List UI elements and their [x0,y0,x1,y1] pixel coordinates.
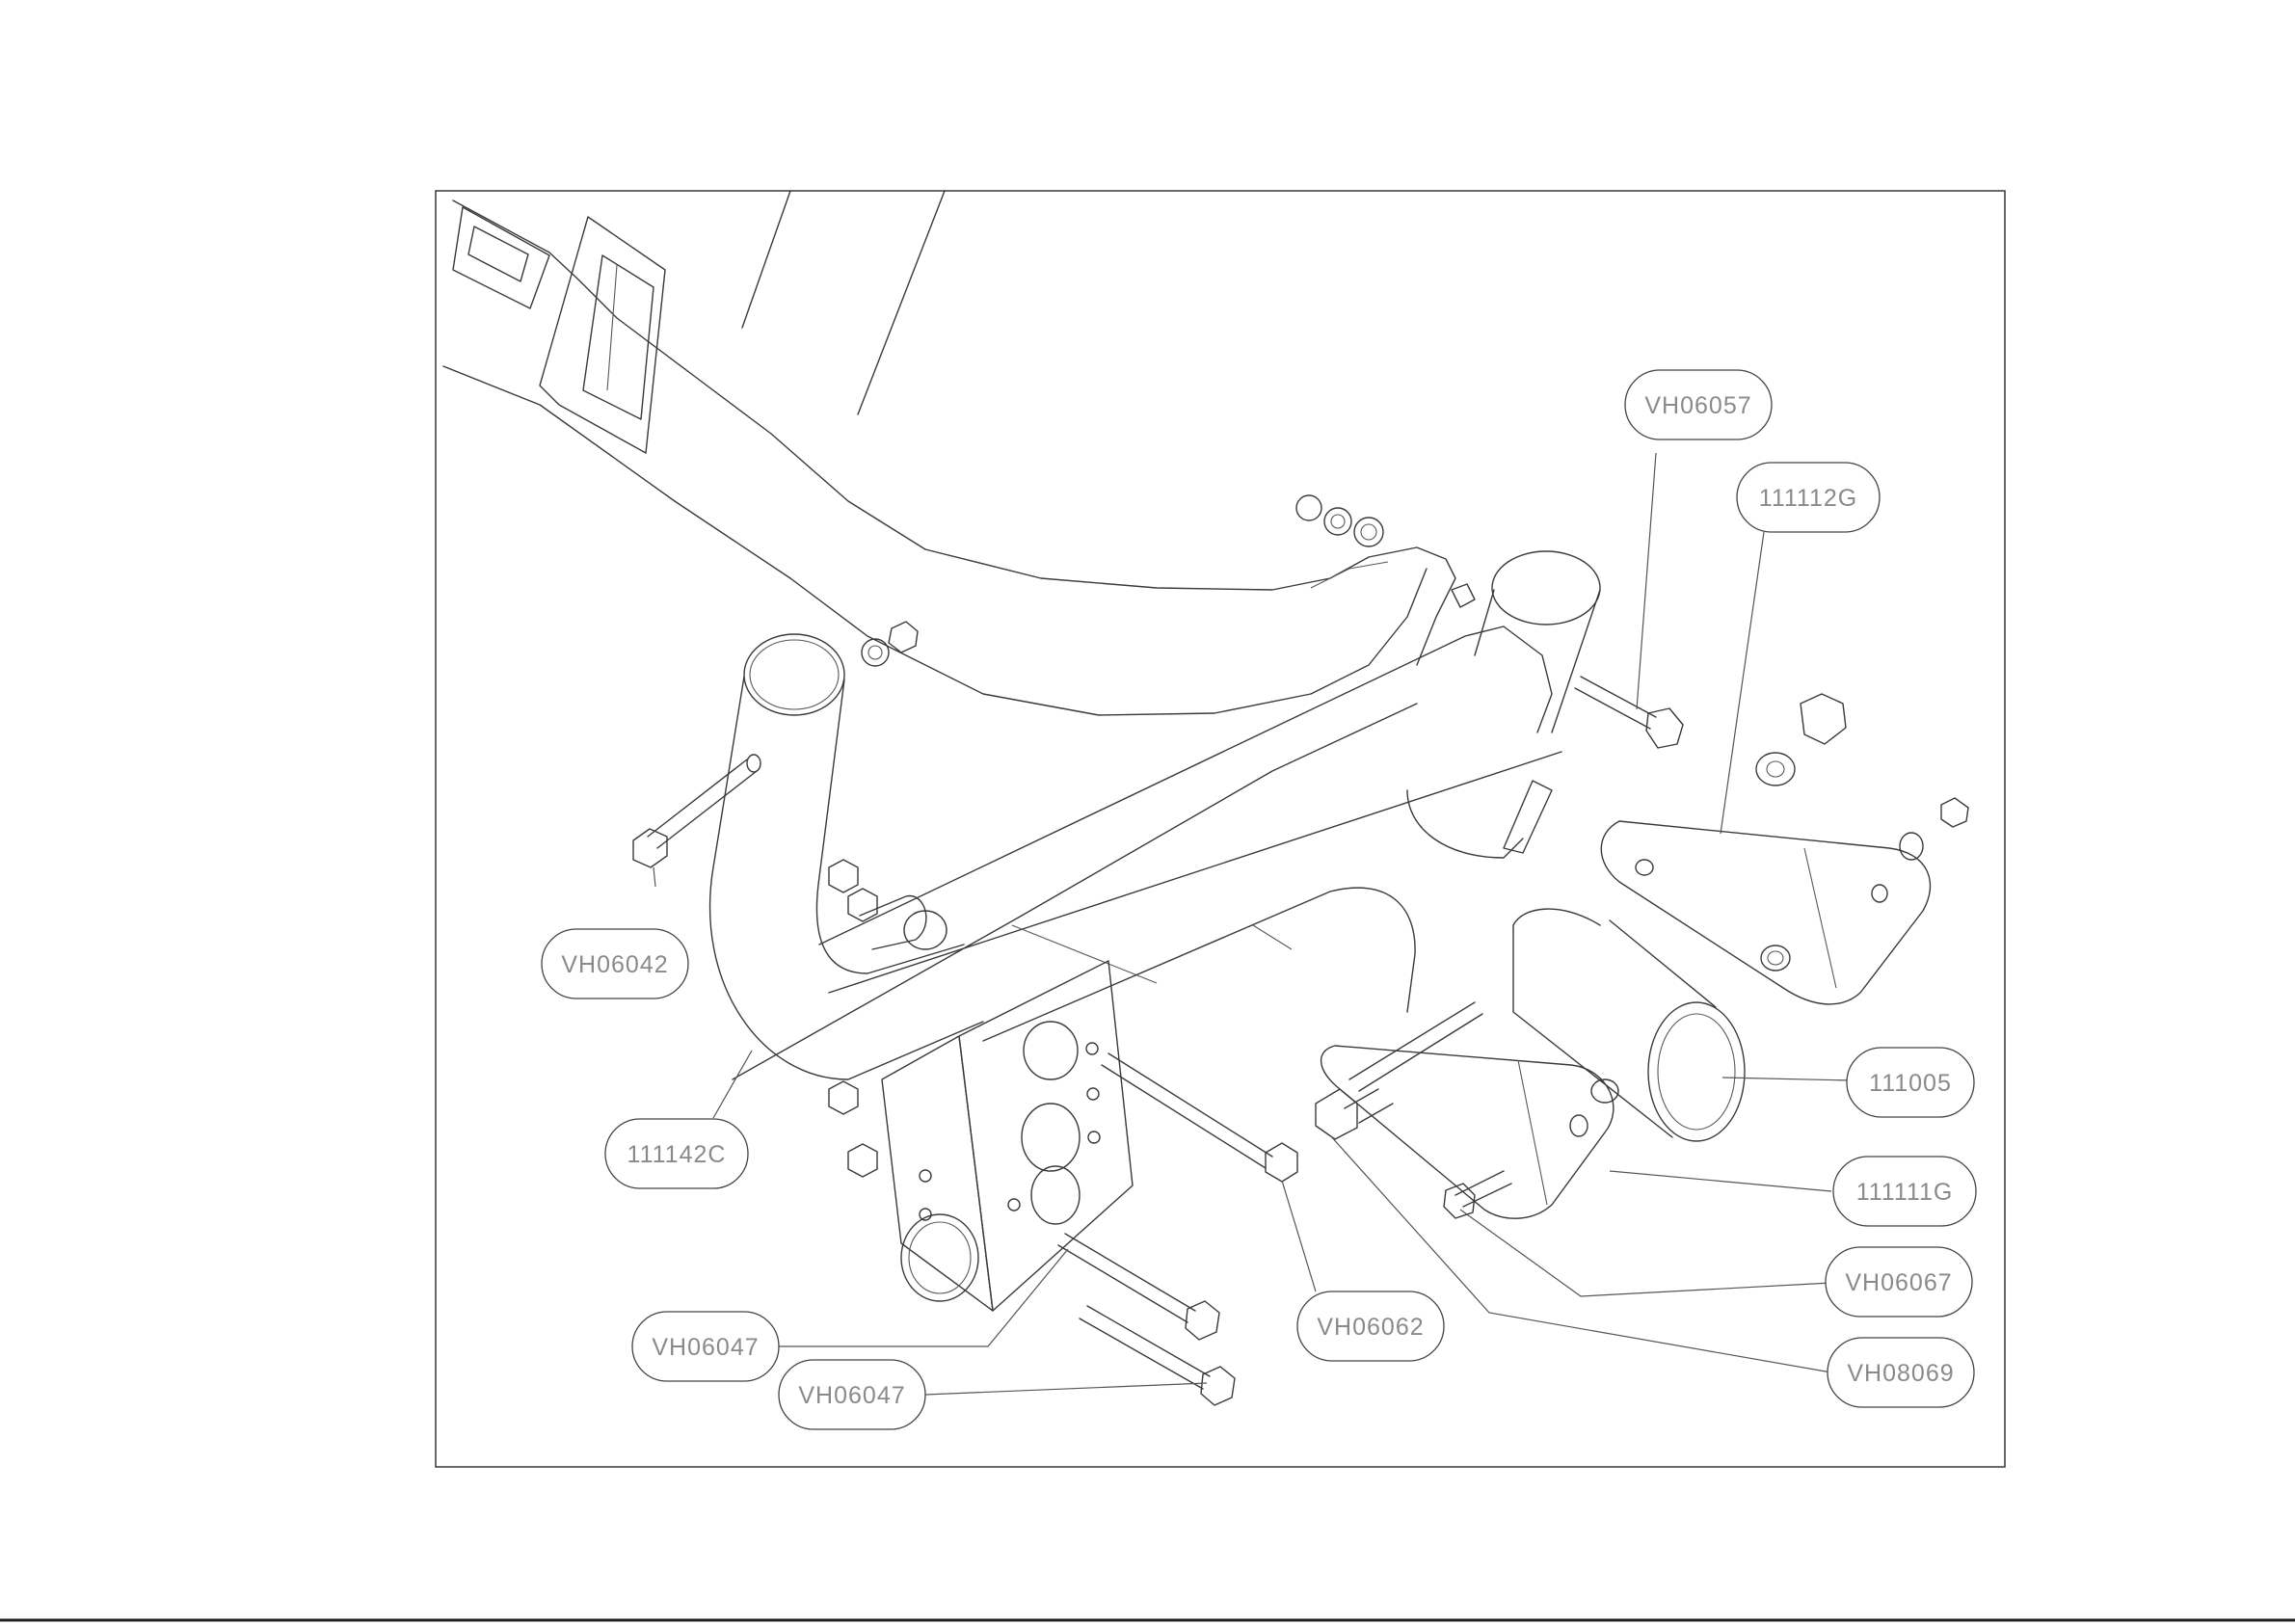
tag-vh06042: VH06042 [542,929,688,998]
bracket-111112g [1601,694,1968,1004]
main-frame-tube [733,626,1561,1079]
cylinder-111005 [1513,909,1745,1141]
bolt-vh06042 [633,755,761,867]
bracket-111111g [1321,1046,1618,1218]
tag-vh06067-text: VH06067 [1845,1269,1952,1296]
leader-lines [654,453,1851,1395]
tag-vh06062: VH06062 [1297,1291,1444,1361]
tag-111142c: 111142C [605,1119,748,1188]
tag-111112g: 111112G [1737,463,1880,532]
tag-vh06057: VH06057 [1625,370,1772,439]
tag-111142c-text: 111142C [627,1141,727,1168]
mounting-plate [882,961,1133,1311]
bolt-cluster-right [1316,1002,1511,1218]
tag-vh06057-text: VH06057 [1644,392,1751,419]
tag-vh08069-text: VH08069 [1847,1360,1954,1387]
tag-vh06062-text: VH06062 [1317,1314,1424,1341]
tag-vh08069: VH08069 [1828,1338,1974,1407]
belt-hardware [862,495,1475,666]
tag-111005-text: 111005 [1869,1070,1952,1097]
tag-vh06047-lower: VH06047 [779,1360,925,1429]
tag-111111g: 111111G [1833,1157,1976,1226]
tag-vh06047-lower-text: VH06047 [798,1382,905,1409]
tag-111111g-text: 111111G [1856,1179,1954,1206]
bolt-vh06057 [1575,677,1683,748]
drawing-frame [436,191,2005,1467]
tag-111005: 111005 [1847,1048,1974,1117]
seat-belt-strap [443,191,1455,715]
cross-tube [983,888,1415,1041]
bolt-vh06047-lower [1080,1306,1235,1405]
bolt-vh06047-upper [1058,1234,1219,1340]
upper-right-tube [1407,551,1600,858]
tag-111112g-text: 111112G [1759,485,1857,512]
tag-vh06047-upper-text: VH06047 [652,1334,759,1361]
tag-vh06042-text: VH06042 [561,951,668,978]
u-tube-111142c [710,634,983,1079]
tag-vh06067: VH06067 [1826,1247,1972,1317]
tag-vh06047-upper: VH06047 [632,1312,779,1381]
bolt-vh06062 [1102,1053,1297,1182]
